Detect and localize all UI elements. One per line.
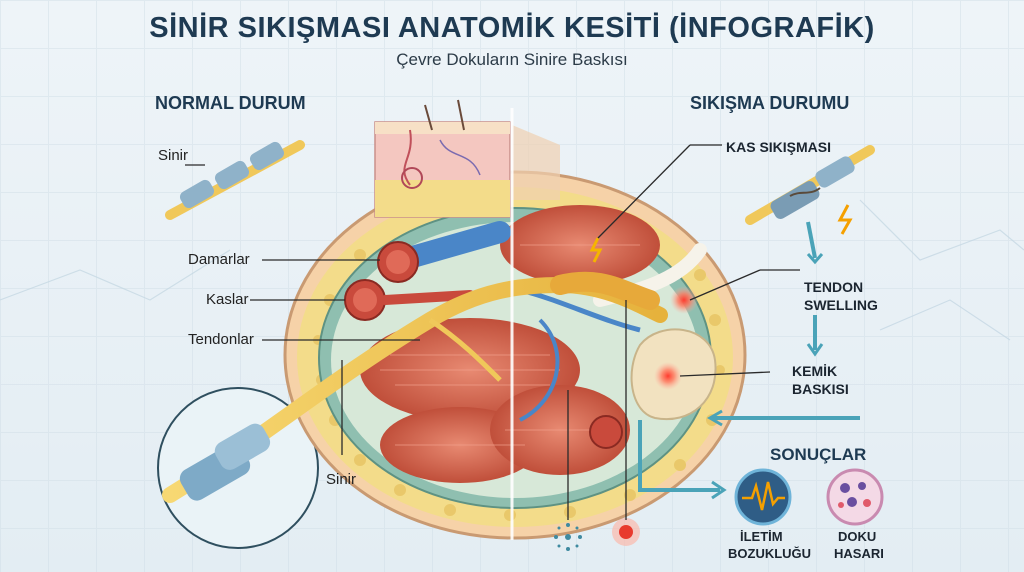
page-subtitle: Çevre Dokuların Sinire Baskısı bbox=[396, 50, 628, 69]
leader-lines bbox=[185, 144, 800, 520]
skin-block-right bbox=[512, 125, 560, 200]
normal-state-heading: NORMAL DURUM bbox=[155, 93, 306, 113]
label-tendons: Tendonlar bbox=[188, 331, 254, 348]
label-muscle-compression: KAS SIKIŞMASI bbox=[726, 139, 832, 155]
conduction-disorder-icon bbox=[734, 468, 792, 526]
label-tendon-swelling-1: TENDON bbox=[804, 279, 864, 295]
main-nerve bbox=[162, 271, 668, 503]
label-conduction-1: İLETİM bbox=[740, 529, 783, 544]
label-nerve-bottom: Sinir bbox=[326, 471, 357, 488]
tissue-damage-icon bbox=[826, 468, 884, 526]
label-tissue-2: HASARI bbox=[834, 546, 884, 561]
label-muscles: Kaslar bbox=[206, 291, 249, 308]
network-lines bbox=[0, 199, 1024, 341]
compression-state-heading: SIKIŞMA DURUMU bbox=[690, 93, 850, 113]
label-bone-pressure-2: BASKISI bbox=[792, 381, 849, 397]
pain-spots bbox=[612, 286, 698, 546]
page-title: SİNİR SIKIŞMASI ANATOMİK KESİTİ (İNFOGRA… bbox=[149, 12, 875, 44]
compressed-nerve-icon bbox=[745, 145, 875, 225]
zap-icon bbox=[837, 204, 853, 235]
muscles bbox=[360, 205, 660, 483]
label-vessels: Damarlar bbox=[188, 251, 250, 268]
flow-arrows bbox=[638, 221, 860, 500]
label-tendon-swelling-2: SWELLING bbox=[804, 297, 878, 313]
skin-block bbox=[374, 99, 511, 218]
blood-vessels bbox=[344, 221, 641, 449]
results-heading: SONUÇLAR bbox=[770, 445, 867, 464]
label-nerve-top: Sinir bbox=[158, 147, 189, 164]
label-conduction-2: BOZUKLUĞU bbox=[728, 546, 812, 561]
label-tissue-1: DOKU bbox=[838, 529, 877, 544]
lightning-icon bbox=[589, 237, 603, 263]
normal-nerve-icon bbox=[165, 140, 305, 220]
label-bone-pressure-1: KEMİK bbox=[792, 363, 838, 379]
dot-cluster-icon bbox=[554, 523, 582, 551]
